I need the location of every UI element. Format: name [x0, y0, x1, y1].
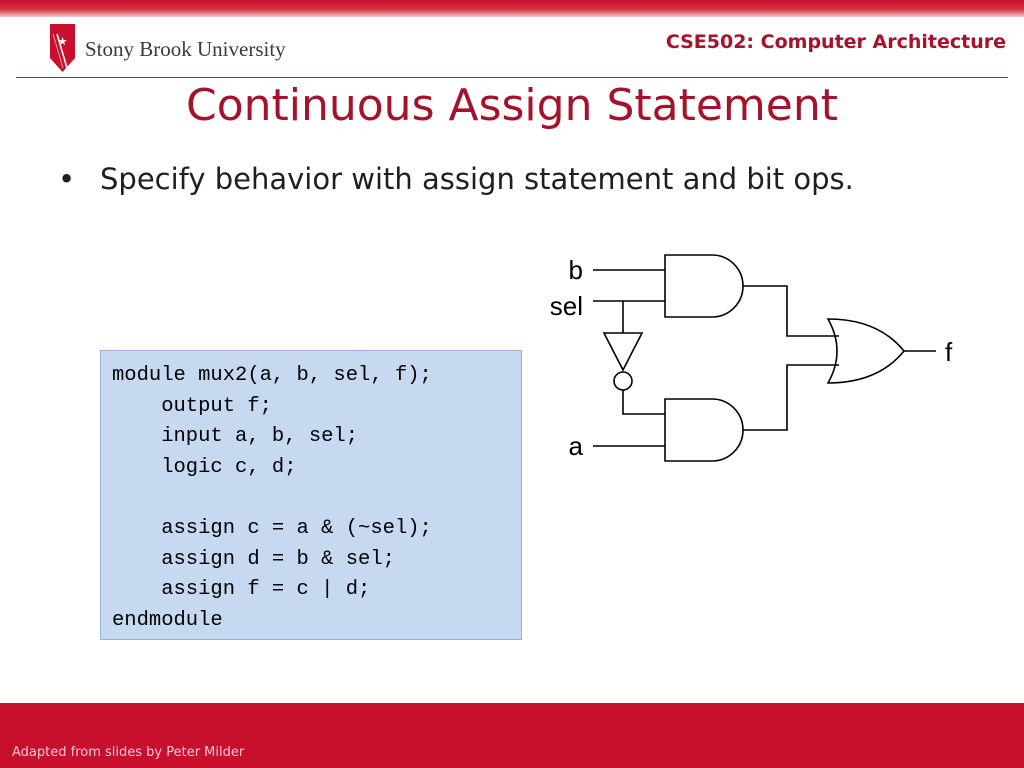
- shield-icon: ★: [50, 24, 75, 72]
- code-line: [112, 483, 521, 514]
- code-line: logic c, d;: [112, 455, 297, 479]
- header-divider: [16, 77, 1008, 78]
- or-gate: [826, 318, 906, 384]
- slide-title: Continuous Assign Statement: [185, 80, 838, 131]
- and-gate-top: [664, 254, 744, 318]
- university-logo: ★ Stony Brook University: [50, 24, 286, 72]
- label-sel: sel: [550, 291, 583, 321]
- bullet-item: • Specify behavior with assign statement…: [58, 162, 854, 196]
- and-gate-bottom: [664, 398, 744, 462]
- code-line: output f;: [112, 394, 272, 418]
- code-line: module mux2(a, b, sel, f);: [112, 364, 432, 387]
- wire-c: [743, 364, 839, 431]
- label-f: f: [945, 337, 953, 367]
- footer-credit: Adapted from slides by Peter Milder: [12, 745, 245, 760]
- bullet-text: Specify behavior with assign statement a…: [100, 162, 854, 196]
- course-title: CSE502: Computer Architecture: [665, 31, 1006, 53]
- code-line: assign f = c | d;: [112, 578, 371, 602]
- inverter-gate: [602, 332, 644, 372]
- logo-text: Stony Brook University: [85, 36, 286, 61]
- footer-bar: [0, 703, 1024, 768]
- code-line: assign c = a & (~sel);: [112, 516, 432, 540]
- top-stripe: [0, 0, 1024, 17]
- svg-text:★: ★: [58, 35, 68, 48]
- wire-not-sel: [622, 390, 665, 415]
- inverter-bubble: [613, 371, 633, 391]
- code-line: assign d = b & sel;: [112, 547, 395, 571]
- bullet-icon: •: [58, 162, 76, 196]
- code-block: module mux2(a, b, sel, f); output f; inp…: [100, 350, 522, 640]
- code-line: endmodule: [112, 608, 223, 632]
- wire-d: [743, 285, 839, 337]
- label-a: a: [569, 431, 584, 461]
- code-line: input a, b, sel;: [112, 425, 359, 449]
- label-b: b: [569, 255, 583, 285]
- mux-circuit-diagram: b sel a f: [550, 254, 953, 462]
